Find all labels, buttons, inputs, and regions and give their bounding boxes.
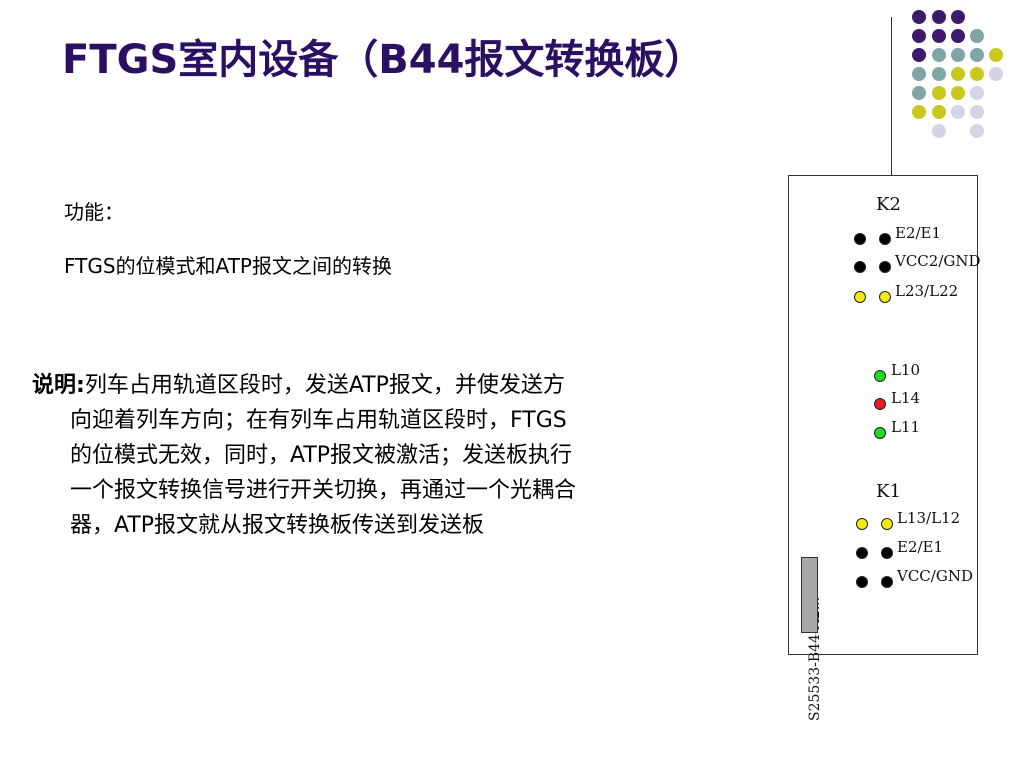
description-line: 一个报文转换信号进行开关切换，再通过一个光耦合: [70, 478, 577, 503]
decorative-dot-grid: [0, 0, 1024, 180]
led-vcc2gnd-a: [854, 261, 866, 273]
decorative-dot: [932, 10, 946, 24]
function-text: FTGS的位模式和ATP报文之间的转换: [64, 254, 392, 278]
led-e2e1-a: [854, 233, 866, 245]
decorative-dot: [951, 86, 965, 100]
decorative-dot: [951, 29, 965, 43]
led-label-e2e1-bottom: E2/E1: [897, 538, 944, 556]
slide-title: FTGS室内设备（B44报文转换板）: [62, 37, 705, 83]
decorative-dot: [989, 48, 1003, 62]
decorative-dot: [912, 105, 926, 119]
decorative-dot: [970, 86, 984, 100]
board-connector: [801, 557, 818, 633]
decorative-dot: [912, 67, 926, 81]
description: 说明:列车占用轨道区段时，发送ATP报文，并使发送方 向迎着列车方向；在有列车占…: [32, 368, 732, 543]
led-label-vccgnd: VCC/GND: [897, 567, 973, 585]
led-e2e1-bottom-a: [856, 547, 868, 559]
decorative-dot: [912, 29, 926, 43]
led-label-l23l22: L23/L22: [895, 282, 959, 300]
decorative-dot: [912, 10, 926, 24]
decorative-dot: [932, 67, 946, 81]
function-label: 功能：: [64, 200, 124, 224]
led-vcc2gnd-b: [879, 261, 891, 273]
divider-line: [891, 17, 892, 175]
led-label-e2e1-top: E2/E1: [895, 224, 942, 242]
b44-board-diagram: K2 E2/E1 VCC2/GND L23/L22 L10 L14 L11 K1…: [788, 175, 981, 721]
description-line: 向迎着列车方向；在有列车占用轨道区段时，FTGS: [70, 408, 567, 433]
led-l23l22-b: [879, 291, 891, 303]
decorative-dot: [932, 86, 946, 100]
description-line: 说明:列车占用轨道区段时，发送ATP报文，并使发送方: [32, 368, 732, 403]
decorative-dot: [912, 48, 926, 62]
led-l13l12-a: [856, 518, 868, 530]
description-line: 器，ATP报文就从报文转换板传送到发送板: [70, 513, 485, 538]
decorative-dot: [912, 86, 926, 100]
led-l23l22-a: [854, 291, 866, 303]
led-vccgnd-a: [856, 576, 868, 588]
description-text: 列车占用轨道区段时，发送ATP报文，并使发送方: [84, 373, 565, 398]
led-label-l11: L11: [891, 418, 921, 436]
decorative-dot: [951, 10, 965, 24]
decorative-dot: [932, 29, 946, 43]
description-label: 说明:: [32, 373, 85, 398]
led-label-l10: L10: [891, 361, 921, 379]
decorative-dot: [951, 67, 965, 81]
decorative-dot: [970, 67, 984, 81]
decorative-dot: [970, 124, 984, 138]
led-label-vcc2gnd: VCC2/GND: [895, 252, 981, 270]
k2-label: K2: [876, 194, 901, 215]
decorative-dot: [970, 29, 984, 43]
decorative-dot: [951, 105, 965, 119]
led-vccgnd-b: [881, 576, 893, 588]
decorative-dot: [989, 67, 1003, 81]
decorative-dot: [932, 105, 946, 119]
led-l10: [874, 370, 886, 382]
led-l11: [874, 427, 886, 439]
decorative-dot: [970, 105, 984, 119]
led-label-l14: L14: [891, 389, 921, 407]
led-label-l13l12: L13/L12: [897, 509, 961, 527]
decorative-dot: [932, 124, 946, 138]
led-l13l12-b: [881, 518, 893, 530]
led-e2e1-b: [879, 233, 891, 245]
led-l14: [874, 398, 886, 410]
description-line: 的位模式无效，同时，ATP报文被激活；发送板执行: [70, 443, 573, 468]
k1-label: K1: [876, 481, 901, 502]
led-e2e1-bottom-b: [881, 547, 893, 559]
decorative-dot: [970, 48, 984, 62]
decorative-dot: [951, 48, 965, 62]
decorative-dot: [932, 48, 946, 62]
